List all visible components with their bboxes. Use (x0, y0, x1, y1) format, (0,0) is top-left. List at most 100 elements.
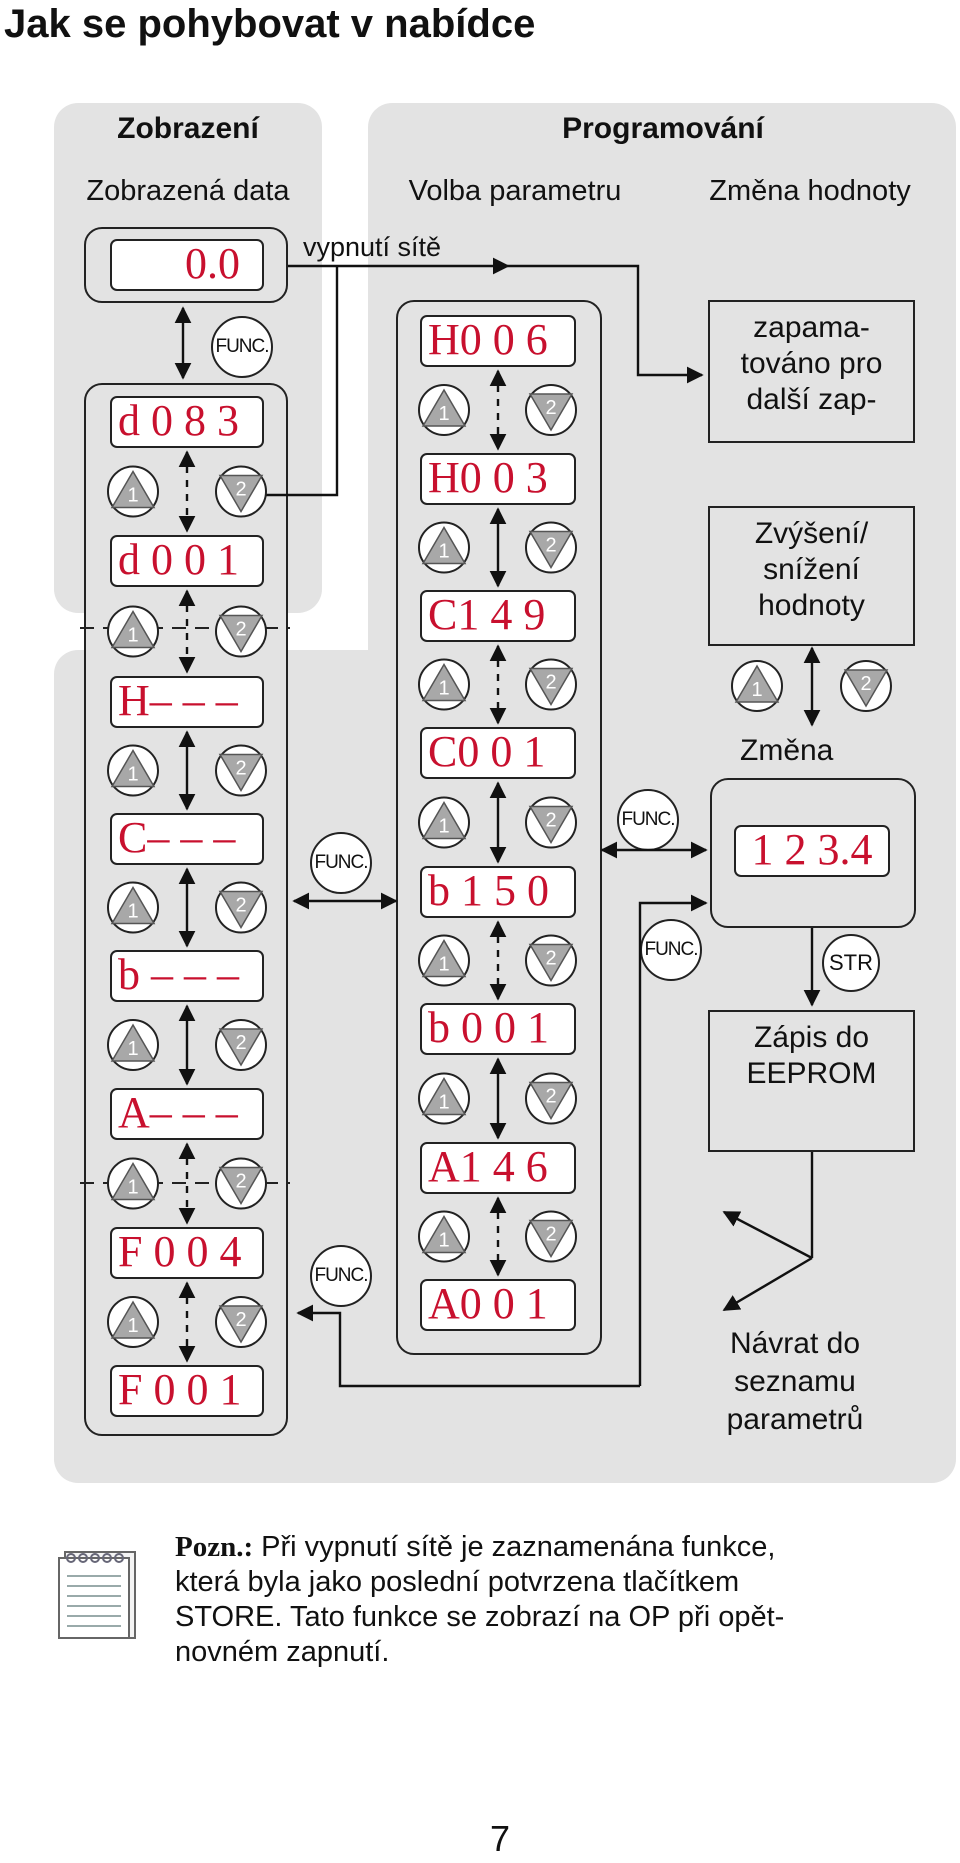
button-label: 1 (127, 1315, 138, 1337)
button-label: 2 (545, 397, 556, 419)
display-h003: H0 0 3 (420, 453, 576, 505)
display-a-group: A– – – (110, 1088, 264, 1140)
down-button-icon[interactable]: 2 (215, 881, 267, 934)
up-button-icon[interactable]: 1 (731, 660, 783, 712)
up-button-icon[interactable]: 1 (418, 934, 470, 987)
button-label: 2 (545, 948, 556, 970)
down-button-icon[interactable]: 2 (840, 660, 892, 712)
button-label: 2 (235, 1309, 246, 1331)
note: Pozn.: Při vypnutí sítě je zaznamenána f… (175, 1530, 945, 1670)
increase-decrease-box: Zvýšení/ snížení hodnoty (708, 506, 915, 646)
up-button-icon[interactable]: 1 (418, 796, 470, 849)
up-button-icon[interactable]: 1 (418, 384, 470, 436)
return-label: Návrat do seznamu parametrů (726, 1327, 864, 1436)
down-button-icon[interactable]: 2 (215, 1157, 267, 1210)
up-button-icon[interactable]: 1 (418, 1210, 470, 1263)
display-edit-value: 1 2 3.4 (734, 825, 890, 877)
button-label: 1 (127, 485, 138, 507)
up-button-icon[interactable]: 1 (107, 1019, 159, 1071)
display-d001: d 0 0 1 (110, 535, 264, 587)
header-zobrazeni: Zobrazení (117, 112, 259, 145)
button-label: 2 (545, 672, 556, 694)
down-button-icon[interactable]: 2 (525, 1210, 577, 1263)
notepad-icon (58, 1551, 136, 1639)
eeprom-write-box: Zápis do EEPROM (708, 1010, 915, 1152)
display-c-group: C– – – (110, 813, 264, 865)
button-label: 1 (127, 764, 138, 786)
display-a146: A1 4 6 (420, 1142, 576, 1194)
button-label: 1 (438, 954, 449, 976)
zmena-label: Změna (740, 734, 834, 767)
note-line-1: Při vypnutí sítě je zaznamenána funkce, (253, 1531, 776, 1563)
down-button-icon[interactable]: 2 (215, 1019, 267, 1071)
down-button-icon[interactable]: 2 (525, 796, 577, 849)
down-button-icon[interactable]: 2 (525, 658, 577, 711)
func-button-to-edit[interactable]: FUNC. (617, 789, 679, 851)
button-label: 1 (127, 1177, 138, 1199)
page-title: Jak se pohybovat v nabídce (4, 2, 536, 46)
up-button-icon[interactable]: 1 (107, 1157, 159, 1210)
down-button-icon[interactable]: 2 (525, 1072, 577, 1125)
button-label: 1 (438, 816, 449, 838)
button-label: 2 (860, 673, 871, 695)
button-label: 1 (438, 678, 449, 700)
note-line-3: STORE. Tato funkce se zobrazí na OP při … (175, 1601, 785, 1633)
up-button-icon[interactable]: 1 (107, 744, 159, 797)
button-label: 2 (545, 1086, 556, 1108)
display-readout: 0.0 (110, 239, 264, 291)
display-f004: F 0 0 4 (110, 1227, 264, 1279)
down-button-icon[interactable]: 2 (525, 384, 577, 436)
up-button-icon[interactable]: 1 (418, 521, 470, 574)
down-button-icon[interactable]: 2 (215, 465, 267, 518)
down-button-icon[interactable]: 2 (525, 934, 577, 987)
button-label: 1 (438, 541, 449, 563)
display-h-group: H– – – (110, 676, 264, 728)
note-line-2: která byla jako poslední potvrzena tlačí… (175, 1566, 740, 1598)
button-label: 2 (235, 895, 246, 917)
func-button-top[interactable]: FUNC. (211, 316, 273, 378)
down-button-icon[interactable]: 2 (215, 1296, 267, 1348)
note-title: Pozn.: (175, 1531, 254, 1563)
func-button-left-middle[interactable]: FUNC. (310, 832, 372, 894)
page-number: 7 (489, 1818, 511, 1859)
button-label: 2 (235, 479, 246, 501)
up-button-icon[interactable]: 1 (107, 1296, 159, 1348)
button-label: 1 (127, 901, 138, 923)
display-b001: b 0 0 1 (420, 1003, 576, 1055)
up-button-icon[interactable]: 1 (418, 1072, 470, 1125)
display-h006: H0 0 6 (420, 315, 576, 367)
button-label: 1 (127, 625, 138, 647)
func-button-left-bottom[interactable]: FUNC. (310, 1245, 372, 1307)
diagram-graphics: 1 2 1 2 1 2 1 2 1 2 1 2 1 2 1 2 1 2 1 2 1 2 1 2 1 2 1 2 1 2 (80, 257, 892, 1388)
button-label: 1 (127, 1038, 138, 1060)
display-b150: b 1 5 0 (420, 866, 576, 918)
power-off-label: vypnutí sítě (303, 232, 442, 262)
button-label: 1 (438, 1230, 449, 1252)
button-label: 2 (235, 1032, 246, 1054)
button-label: 2 (545, 535, 556, 557)
display-b-group: b – – – (110, 950, 264, 1002)
button-label: 2 (235, 619, 246, 641)
button-label: 2 (235, 1171, 246, 1193)
display-c001: C0 0 1 (420, 727, 576, 779)
saved-for-next-power-on-box: zapama- továno pro další zap- (708, 300, 915, 443)
header-volba-parametru: Volba parametru (408, 175, 622, 207)
up-button-icon[interactable]: 1 (107, 605, 159, 658)
up-button-icon[interactable]: 1 (107, 465, 159, 518)
down-button-icon[interactable]: 2 (525, 521, 577, 574)
up-button-icon[interactable]: 1 (418, 658, 470, 711)
display-a001: A0 0 1 (420, 1279, 576, 1331)
display-f001: F 0 0 1 (110, 1365, 264, 1417)
up-button-icon[interactable]: 1 (107, 881, 159, 934)
header-programovani: Programování (562, 112, 764, 145)
button-label: 1 (438, 403, 449, 425)
display-c149: C1 4 9 (420, 590, 576, 642)
button-label: 2 (235, 758, 246, 780)
button-label: 1 (751, 679, 762, 701)
down-button-icon[interactable]: 2 (215, 605, 267, 658)
header-zmena-hodnoty: Změna hodnoty (709, 175, 911, 207)
display-d083: d 0 8 3 (110, 396, 264, 448)
down-button-icon[interactable]: 2 (215, 744, 267, 797)
note-line-4: novném zapnutí. (175, 1636, 390, 1668)
str-button[interactable]: STR (822, 934, 880, 992)
